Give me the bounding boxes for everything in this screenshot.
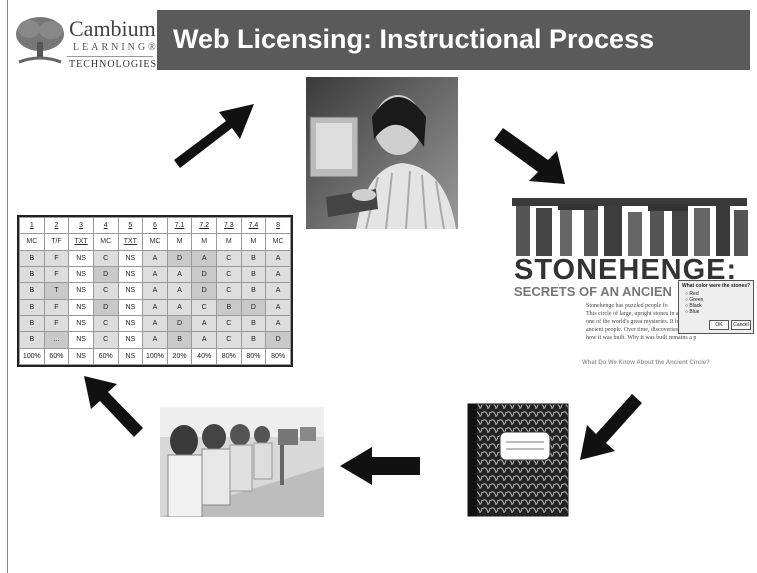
passage-section-heading: What Do We Know About the Ancient Circle… bbox=[582, 360, 710, 366]
answer-cell: D bbox=[191, 282, 217, 300]
option-black[interactable]: ○ Black bbox=[685, 303, 702, 309]
answer-cell: A bbox=[265, 298, 291, 316]
answer-cell: A bbox=[142, 249, 168, 267]
answer-cell: A bbox=[166, 282, 193, 300]
answer-cell: B bbox=[240, 249, 267, 267]
arrow-up-left-icon bbox=[84, 376, 143, 437]
table-row: B F NS C NS A D A C B A bbox=[19, 249, 291, 267]
answer-cell: A bbox=[265, 282, 291, 300]
option-green[interactable]: ○ Green bbox=[685, 297, 704, 303]
logo-divider bbox=[67, 56, 153, 57]
answer-cell: A bbox=[191, 314, 217, 333]
total-cell: 80% bbox=[265, 347, 291, 366]
option-label: Green bbox=[689, 297, 704, 303]
passage-subtitle: SECRETS OF AN ANCIEN bbox=[514, 284, 672, 299]
stonehenge-image bbox=[512, 198, 748, 256]
answer-cell: C bbox=[216, 282, 242, 300]
total-cell: 80% bbox=[216, 347, 242, 366]
passage-body: Stonehenge has puzzled people fo This ci… bbox=[586, 302, 696, 342]
table-row: B ... NS C NS A B A C B D bbox=[19, 331, 291, 349]
answer-cell: F bbox=[43, 314, 70, 333]
arrow-down-left-icon bbox=[580, 394, 642, 460]
student-scores-table: 1 2 3 4 5 6 7.1 7.2 7.3 7.4 8 MC T/F TXT… bbox=[17, 215, 293, 367]
scores-grid: 1 2 3 4 5 6 7.1 7.2 7.3 7.4 8 MC T/F TXT… bbox=[19, 216, 291, 366]
question-type-row: MC T/F TXT MC TXT MC M M M M MC bbox=[19, 233, 291, 251]
passage-line: ancient people. Over time, discoveries h… bbox=[586, 327, 696, 333]
answer-cell: C bbox=[216, 249, 242, 267]
totals-row: 100% 60% NS 60% NS 100% 20% 40% 80% 80% … bbox=[19, 347, 291, 366]
answer-cell: T bbox=[43, 282, 70, 300]
answer-cell: B bbox=[240, 265, 267, 284]
question-dialog: What color were the stones? ○ Red ○ Gree… bbox=[678, 280, 754, 334]
dialog-question: What color were the stones? bbox=[682, 283, 751, 289]
table-row: B T NS C NS A A D C B A bbox=[19, 282, 291, 300]
title-bar: Web Licensing: Instructional Process bbox=[157, 10, 750, 70]
option-label: Red bbox=[689, 291, 699, 297]
ok-button[interactable]: OK bbox=[709, 320, 729, 330]
passage-line: Stonehenge has puzzled people fo bbox=[586, 303, 668, 309]
table-row: B F NS D NS A A C B D A bbox=[19, 298, 291, 316]
table-header-row: 1 2 3 4 5 6 7.1 7.2 7.3 7.4 8 bbox=[19, 216, 291, 235]
answer-cell: B bbox=[166, 331, 193, 349]
students-at-computers-photo bbox=[160, 407, 324, 517]
answer-cell: A bbox=[142, 265, 168, 284]
answer-cell: C bbox=[92, 331, 119, 349]
answer-cell: A bbox=[142, 331, 168, 349]
arrow-down-right-icon bbox=[494, 128, 565, 184]
passage-line: how it was built. Why it was built remai… bbox=[586, 335, 696, 341]
option-red[interactable]: ○ Red bbox=[685, 291, 699, 297]
tree-logo-icon bbox=[16, 17, 64, 64]
arrow-up-right-icon bbox=[174, 104, 254, 168]
answer-cell: D bbox=[240, 298, 267, 316]
logo-line-technologies: TECHNOLOGIES bbox=[69, 59, 158, 70]
answer-cell: A bbox=[265, 249, 291, 267]
option-blue[interactable]: ○ Blue bbox=[685, 309, 700, 315]
reading-passage-card: STONEHENGE: SECRETS OF AN ANCIEN Stonehe… bbox=[502, 198, 754, 382]
answer-cell: A bbox=[142, 314, 168, 333]
logo-name: Cambium bbox=[69, 16, 156, 41]
answer-cell: D bbox=[166, 249, 193, 267]
notebook-image bbox=[467, 403, 569, 517]
total-cell: 20% bbox=[166, 347, 193, 366]
passage-line: This circle of large, upright stones in … bbox=[586, 311, 679, 317]
students-photo-image bbox=[160, 407, 324, 517]
answer-cell: A bbox=[265, 265, 291, 284]
cancel-button[interactable]: Cancel bbox=[731, 320, 751, 330]
answer-cell: F bbox=[43, 249, 70, 267]
answer-cell: A bbox=[142, 298, 168, 316]
composition-notebook bbox=[466, 402, 570, 518]
left-border-line bbox=[7, 0, 8, 573]
option-label: Blue bbox=[689, 309, 700, 315]
answer-cell: D bbox=[191, 265, 217, 284]
answer-cell: D bbox=[166, 314, 193, 333]
cambium-logo: Cambium LEARNING® TECHNOLOGIES bbox=[9, 10, 158, 72]
answer-cell: A bbox=[191, 331, 217, 349]
answer-cell: A bbox=[191, 249, 217, 267]
table-row: B F NS C NS A D A C B A bbox=[19, 314, 291, 333]
answer-cell: D bbox=[92, 265, 119, 284]
passage-line: one of the world's great mysteries. It h bbox=[586, 319, 679, 325]
teacher-photo-image bbox=[306, 77, 458, 229]
arrow-left-icon bbox=[340, 447, 420, 485]
slide-title: Web Licensing: Instructional Process bbox=[173, 24, 655, 54]
answer-cell: B bbox=[240, 331, 267, 349]
total-cell: 100% bbox=[19, 347, 45, 366]
answer-cell: B bbox=[240, 314, 267, 333]
teacher-at-computer-photo bbox=[306, 77, 458, 229]
logo-line-learning: LEARNING® bbox=[73, 42, 159, 53]
answer-cell: C bbox=[92, 314, 119, 333]
answer-cell: D bbox=[265, 331, 291, 349]
answer-cell: F bbox=[43, 265, 70, 284]
answer-cell: B bbox=[19, 314, 45, 333]
option-label: Black bbox=[689, 303, 702, 309]
